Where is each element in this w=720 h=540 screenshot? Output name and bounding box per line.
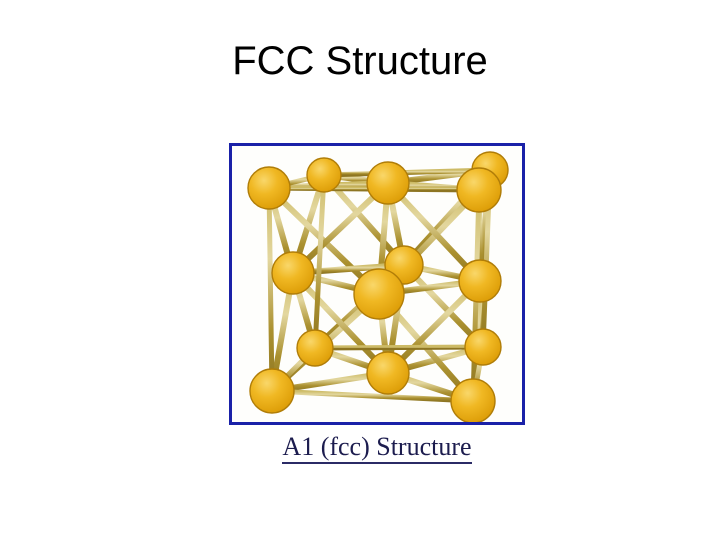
atom-corner-back-top-left [306,157,342,193]
fcc-unit-cell-diagram [232,146,522,422]
page-title: FCC Structure [232,39,488,83]
atom-face-top [366,161,410,205]
atom-face-bottom [366,351,410,395]
atom-group [247,151,509,422]
figure-container [229,143,525,425]
atom-face-left [271,251,315,295]
atom-face-right [458,259,502,303]
figure-caption-text: A1 (fcc) Structure [282,432,472,464]
atom-corner-back-bottom-right [464,328,502,366]
atom-corner-front-bottom-left [249,368,295,414]
atom-corner-back-bottom-left [296,329,334,367]
atom-face-front [353,268,405,320]
figure-caption: A1 (fcc) Structure [229,431,525,464]
atom-corner-front-top-right [456,167,502,213]
atom-corner-front-top-left [247,166,291,210]
atom-corner-front-bottom-right [450,378,496,422]
